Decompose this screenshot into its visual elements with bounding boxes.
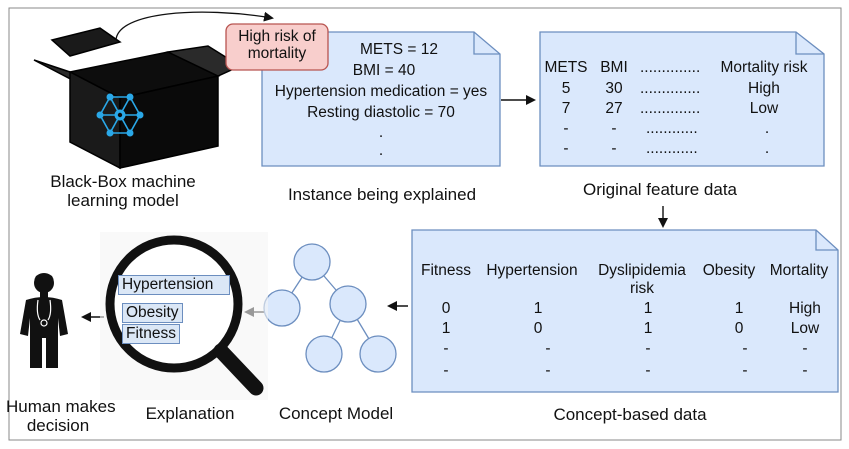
concept-model-tree-icon [263, 243, 397, 373]
human-label-line1: Human makes [6, 397, 116, 416]
concept-model-caption: Concept Model [278, 404, 394, 423]
concept-cell: - [742, 362, 748, 379]
concept-cell: 0 [533, 320, 543, 337]
original-cell: 30 [605, 80, 623, 97]
concept-header-mortality-sub: risk [629, 280, 655, 297]
concept-cell: 0 [441, 300, 451, 317]
concept-cell: 1 [643, 300, 653, 317]
concept-header-obesity: Obesity [702, 262, 756, 279]
original-cell: 27 [605, 100, 623, 117]
instance-caption: Instance being explained [287, 185, 477, 204]
concept-header-dyslipidemia: Dyslipidemia [598, 262, 686, 279]
instance-line-dot-1: . [378, 124, 384, 141]
explanation-item-fitness: Fitness [122, 324, 180, 344]
original-header-bmi: BMI [600, 59, 628, 76]
black-box-icon [33, 27, 242, 170]
human-label: Human makes decision [6, 397, 116, 436]
original-cell: High [748, 80, 780, 97]
concept-cell: High [789, 300, 821, 317]
explanation-item-hypertension: Hypertension [118, 275, 230, 295]
instance-line-dot-2: . [378, 142, 384, 159]
original-cell: .............. [640, 100, 701, 117]
concept-cell: - [645, 362, 651, 379]
concept-data-document [411, 229, 839, 393]
concept-cell: 1 [533, 300, 543, 317]
original-cell: - [611, 120, 617, 137]
concept-cell: - [545, 340, 551, 357]
original-cell: Low [749, 100, 779, 117]
arrow-box-to-prediction [115, 11, 274, 41]
concept-header-hypertension: Hypertension [486, 262, 578, 279]
original-header-mortality: Mortality risk [720, 59, 808, 76]
original-cell: . [764, 140, 770, 157]
concept-cell: 1 [441, 320, 451, 337]
doctor-icon [20, 273, 68, 368]
black-box-label: Black-Box machine learning model [38, 172, 208, 210]
risk-badge [225, 23, 329, 71]
outer-frame [8, 7, 842, 441]
concept-cell: - [443, 340, 449, 357]
original-cell: ............ [646, 140, 698, 157]
original-cell: 7 [561, 100, 571, 117]
concept-header-fitness: Fitness [421, 262, 471, 279]
concept-cell: 1 [643, 320, 653, 337]
risk-badge-line2: mortality [247, 45, 307, 63]
human-label-line2: decision [26, 416, 90, 436]
concept-cell: 1 [734, 300, 744, 317]
concept-cell: - [742, 340, 748, 357]
instance-line-bmi: BMI = 40 [352, 62, 416, 79]
black-box-label-line2: learning model [67, 191, 179, 211]
concept-cell: - [802, 362, 808, 379]
concept-cell: - [645, 340, 651, 357]
original-cell: - [563, 140, 569, 157]
instance-line-hypertension: Hypertension medication = yes [274, 83, 488, 100]
risk-badge-text: High risk of mortality [226, 28, 328, 63]
concept-cell: - [545, 362, 551, 379]
concept-header-mortality: Mortality [769, 262, 829, 279]
concept-cell: Low [790, 320, 820, 337]
original-cell: - [563, 120, 569, 137]
original-cell: 5 [561, 80, 571, 97]
original-cell: - [611, 140, 617, 157]
original-cell: . [764, 120, 770, 137]
original-header-ellipsis: .............. [640, 59, 701, 76]
risk-badge-line1: High risk of [238, 28, 316, 45]
original-cell: .............. [640, 80, 701, 97]
instance-line-resting-diastolic: Resting diastolic = 70 [307, 104, 455, 121]
concept-cell: - [443, 362, 449, 379]
original-cell: ............ [646, 120, 698, 137]
original-caption: Original feature data [582, 180, 738, 199]
explanation-item-obesity: Obesity [122, 303, 183, 323]
original-data-document [539, 31, 825, 167]
original-header-mets: METS [544, 59, 588, 76]
concept-data-caption: Concept-based data [553, 405, 707, 424]
concept-cell: - [802, 340, 808, 357]
black-box-label-line1: Black-Box machine [50, 172, 196, 191]
instance-line-mets: METS = 12 [360, 41, 438, 58]
concept-cell: 0 [734, 320, 744, 337]
explanation-caption: Explanation [145, 404, 235, 423]
